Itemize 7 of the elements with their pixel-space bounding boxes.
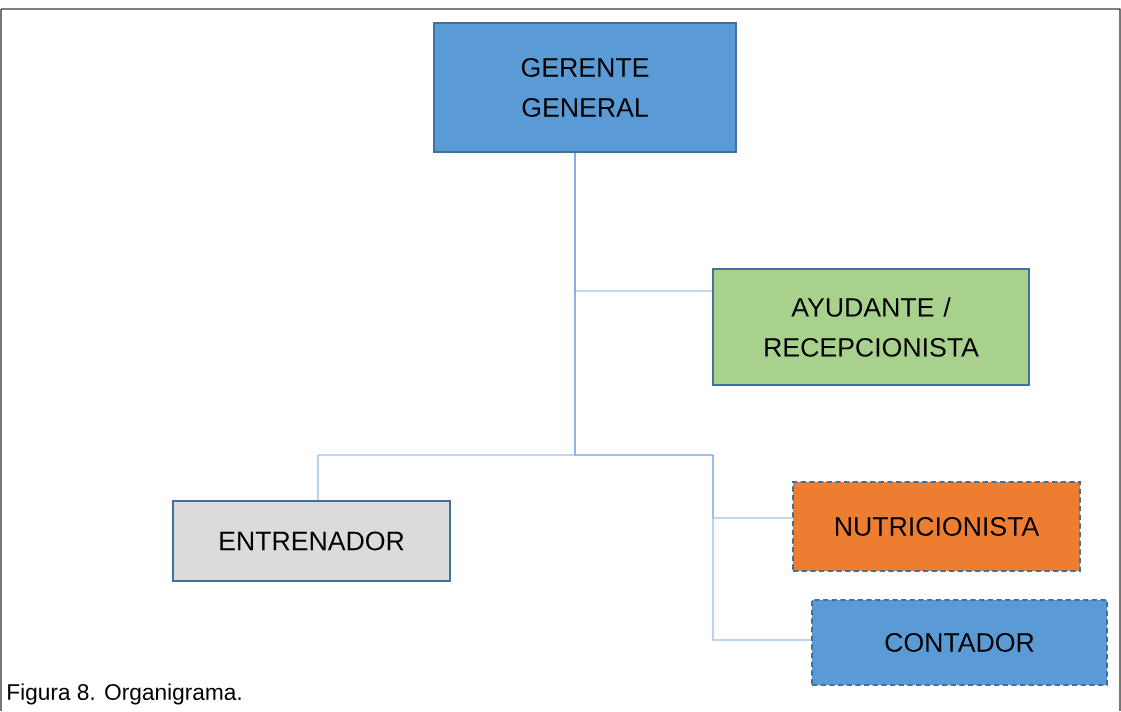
org-box: CONTADOR bbox=[811, 599, 1108, 686]
connector-line bbox=[574, 152, 812, 641]
org-box: NUTRICIONISTA bbox=[792, 481, 1081, 572]
org-box: ENTRENADOR bbox=[172, 500, 451, 582]
org-box: AYUDANTE / RECEPCIONISTA bbox=[712, 268, 1030, 386]
figure-caption: Figura 8. Organigrama. bbox=[8, 683, 241, 705]
org-box: GERENTE GENERAL bbox=[433, 22, 737, 153]
